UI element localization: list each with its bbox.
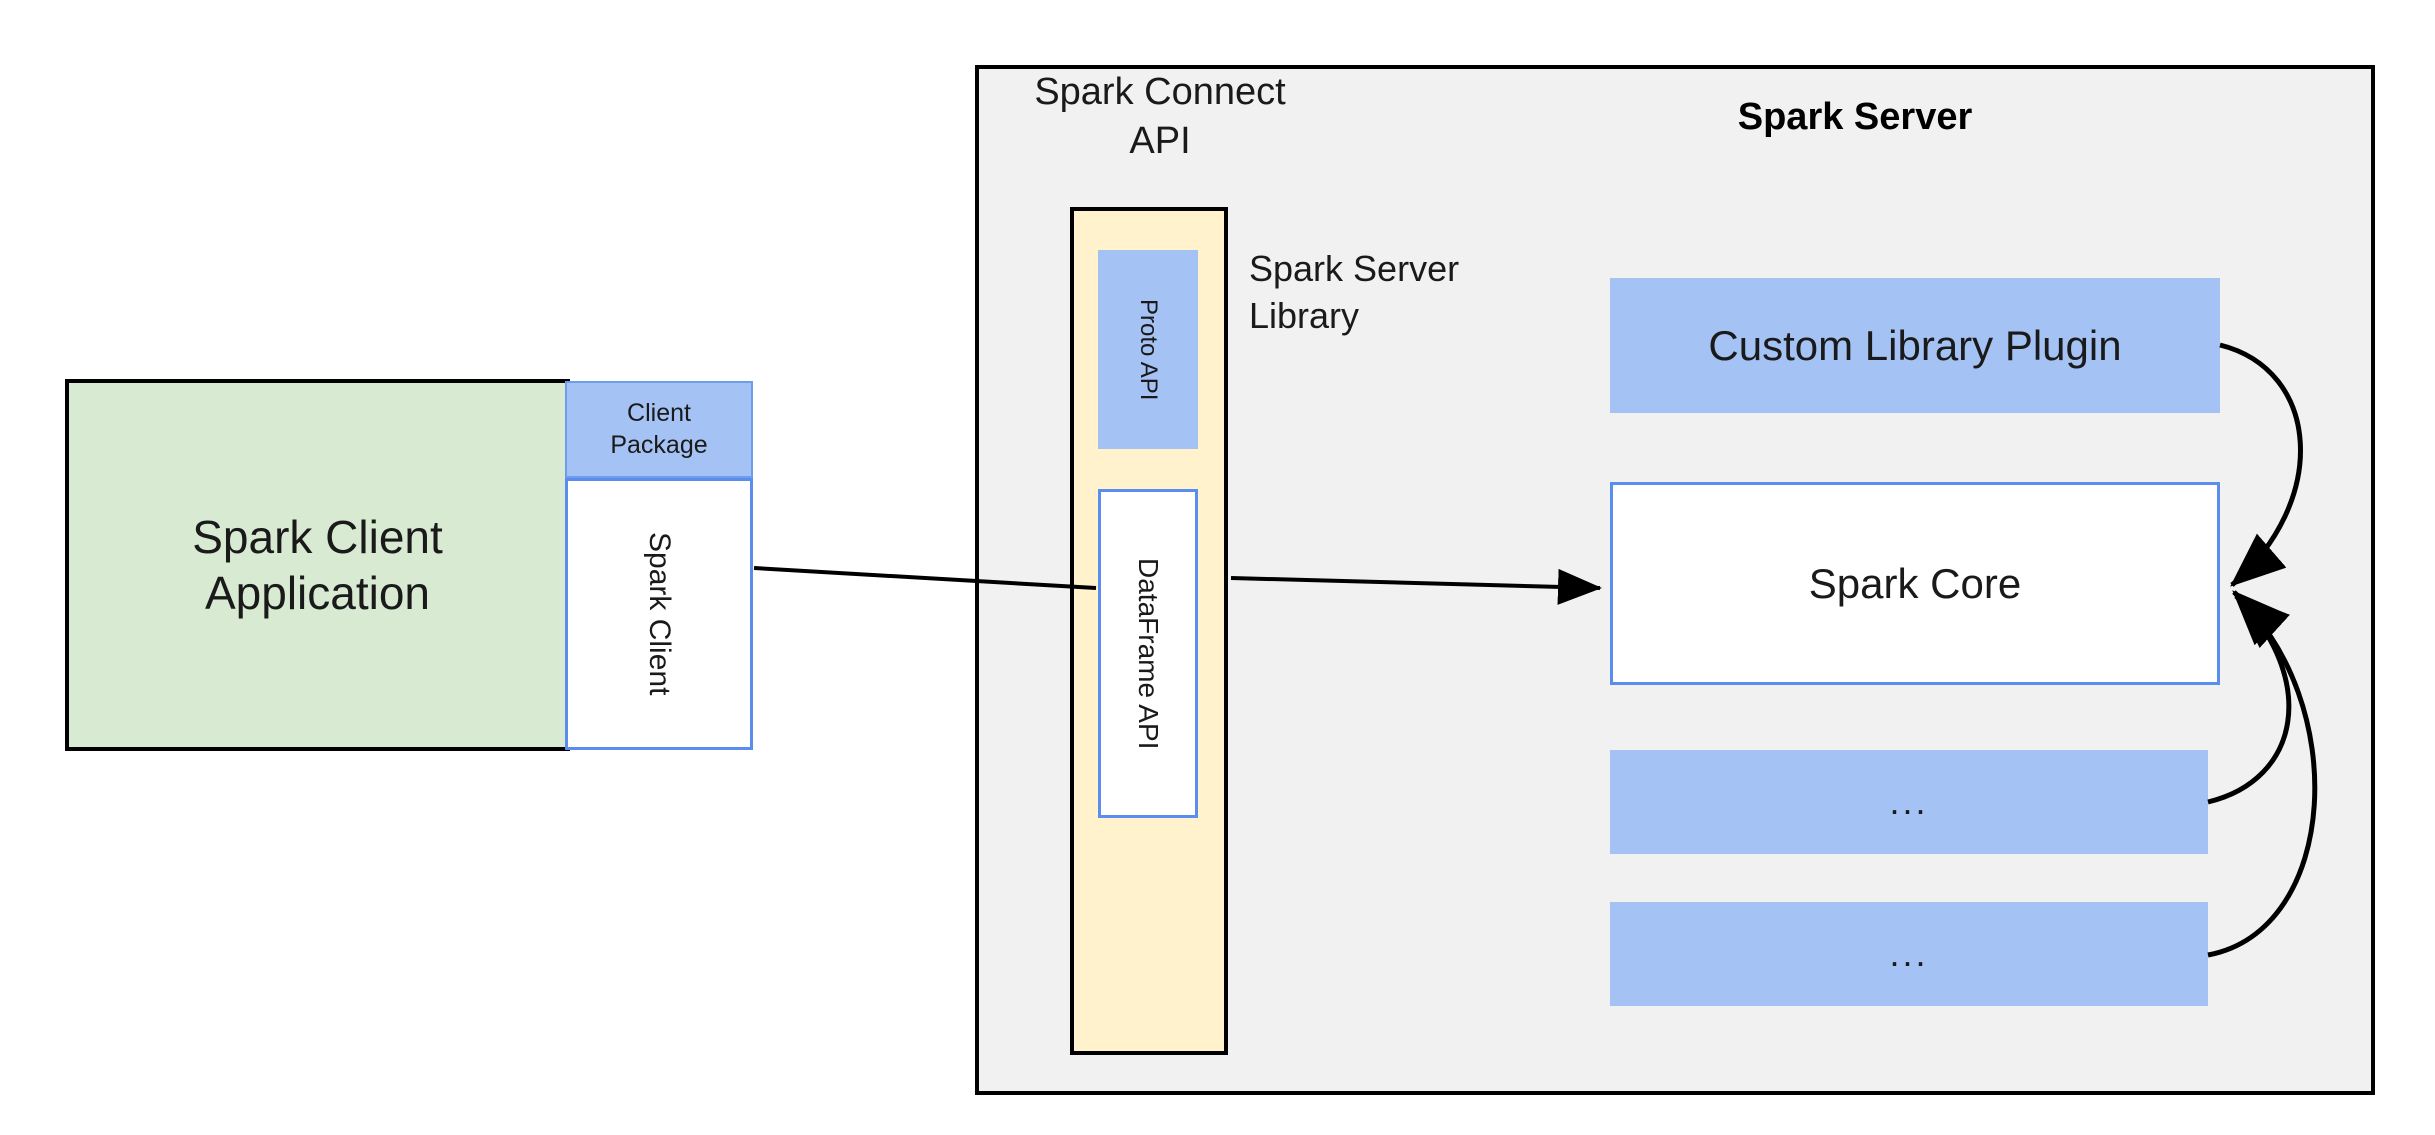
ellipsis-two-label: ... (1889, 933, 1929, 974)
ellipsis-box-one[interactable]: ... (1610, 750, 2208, 854)
proto-api-label: Proto API (1135, 298, 1162, 401)
proto-api-box[interactable]: Proto API (1098, 250, 1198, 449)
app-label-line1: Spark Client (192, 510, 443, 563)
connect-api-line1: Spark Connect (1034, 71, 1286, 113)
server-library-line1: Spark Server (1249, 248, 1460, 289)
spark-client-application-label: Spark Client Application (192, 509, 443, 621)
client-package-line2: Package (610, 430, 708, 459)
dataframe-api-box[interactable]: DataFrame API (1098, 489, 1198, 818)
custom-library-plugin-label: Custom Library Plugin (1708, 321, 2122, 369)
spark-core-box[interactable]: Spark Core (1610, 482, 2220, 685)
app-label-line2: Application (204, 567, 431, 619)
spark-client-label: Spark Client (643, 532, 676, 696)
dataframe-api-label: DataFrame API (1133, 557, 1164, 750)
ellipsis-one-label: ... (1889, 781, 1929, 822)
spark-core-label: Spark Core (1808, 559, 2022, 607)
client-package-box[interactable]: Client Package (565, 381, 753, 478)
ellipsis-box-two[interactable]: ... (1610, 902, 2208, 1006)
client-package-line1: Client (627, 399, 691, 428)
spark-connect-api-label: Spark Connect API (1015, 68, 1305, 165)
client-package-label: Client Package (610, 398, 707, 461)
spark-client-application-box[interactable]: Spark Client Application (65, 379, 570, 751)
custom-library-plugin-box[interactable]: Custom Library Plugin (1610, 278, 2220, 413)
server-library-line2: Library (1249, 294, 1360, 336)
spark-server-title: Spark Server (1737, 96, 1973, 138)
spark-server-library-label: Spark Server Library (1249, 246, 1549, 340)
spark-client-box[interactable]: Spark Client (565, 478, 753, 750)
connect-api-line2: API (1129, 119, 1191, 162)
